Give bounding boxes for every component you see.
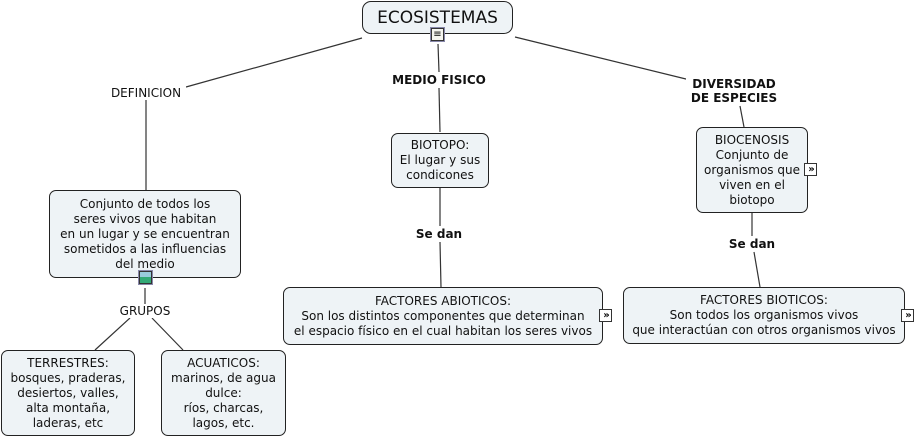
concept-bioticos-text: FACTORES BIOTICOS: Son todos los organis…: [632, 293, 896, 337]
concept-abioticos-text: FACTORES ABIOTICOS: Son los distintos co…: [293, 293, 593, 338]
concept-terrestres[interactable]: TERRESTRES: bosques, praderas, desiertos…: [1, 350, 135, 436]
expand-arrow-icon[interactable]: »: [804, 163, 817, 176]
link-grupos-terrestres: [94, 317, 131, 351]
expand-arrow-icon[interactable]: »: [901, 309, 914, 322]
link-phrase-grupos: GRUPOS: [116, 304, 174, 318]
concept-biocenosis-text: BIOCENOSIS Conjunto de organismos que vi…: [704, 132, 800, 207]
image-icon[interactable]: [138, 270, 153, 285]
concept-biotopo-text: BIOTOPO: El lugar y sus condicones: [399, 138, 481, 182]
expand-arrow-icon[interactable]: »: [599, 309, 612, 322]
concept-factores-bioticos[interactable]: FACTORES BIOTICOS: Son todos los organis…: [623, 287, 905, 344]
link-medio-biotopo: [438, 87, 441, 133]
link-sedan-abioticos: [439, 241, 442, 288]
link-sedan-bioticos: [753, 251, 761, 288]
concept-acuaticos[interactable]: ACUATICOS: marinos, de agua dulce: ríos,…: [161, 350, 286, 436]
concept-factores-abioticos[interactable]: FACTORES ABIOTICOS: Son los distintos co…: [283, 287, 603, 345]
link-phrase-se-dan-abioticos: Se dan: [413, 227, 465, 241]
link-phrase-se-dan-bioticos: Se dan: [726, 237, 778, 251]
concept-definicion-text: Conjunto de todos los seres vivos que ha…: [60, 196, 230, 271]
link-root-diversidad: [514, 36, 691, 81]
document-icon[interactable]: ≡: [430, 27, 445, 42]
concept-terrestres-text: TERRESTRES: bosques, praderas, desiertos…: [10, 355, 126, 430]
concept-definicion[interactable]: Conjunto de todos los seres vivos que ha…: [49, 190, 241, 278]
link-diversidad-biocenosis: [739, 105, 745, 128]
link-grupos-acuaticos: [151, 317, 184, 351]
root-label: ECOSISTEMAS: [377, 7, 498, 28]
concept-biocenosis[interactable]: BIOCENOSIS Conjunto de organismos que vi…: [696, 127, 808, 213]
concept-acuaticos-text: ACUATICOS: marinos, de agua dulce: ríos,…: [171, 355, 276, 430]
link-root-definicion: [185, 37, 363, 88]
link-phrase-medio-fisico: MEDIO FISICO: [388, 73, 490, 87]
link-phrase-definicion: DEFINICION: [106, 86, 186, 100]
link-phrase-diversidad: DIVERSIDAD DE ESPECIES: [686, 77, 782, 105]
concept-biotopo[interactable]: BIOTOPO: El lugar y sus condicones: [391, 133, 489, 188]
link-root-medio: [437, 43, 440, 73]
